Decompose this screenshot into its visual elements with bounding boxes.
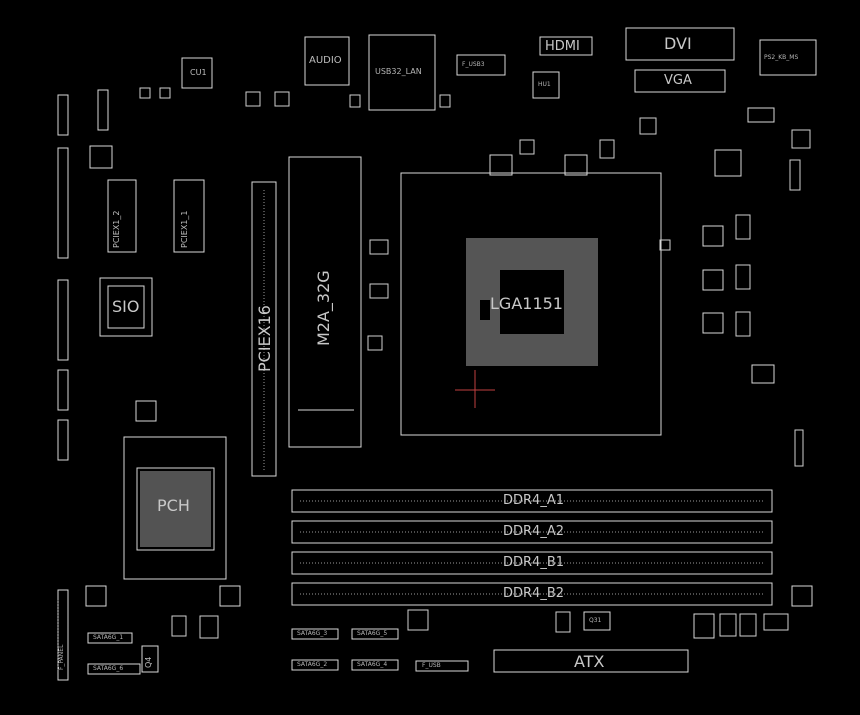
usb-lan-label: USB32_LAN — [375, 67, 422, 76]
sata-1 — [87, 632, 133, 644]
dvi-connector — [625, 27, 735, 61]
audio-connector — [304, 36, 350, 86]
ddr-a1-label: DDR4_A1 — [503, 493, 564, 508]
m2-label: M2A_32G — [314, 270, 333, 346]
sata2-label: SATA6G_2 — [297, 661, 328, 668]
f-usb3-header — [456, 54, 506, 76]
ddr-b1-label: DDR4_B1 — [503, 555, 565, 570]
sata-3 — [291, 628, 339, 640]
pch-chip — [123, 436, 227, 580]
sata5-label: SATA6G_5 — [357, 630, 388, 637]
hdmi-connector — [539, 36, 593, 56]
m2-slot — [288, 156, 362, 448]
pch-label: PCH — [157, 496, 190, 515]
f-panel-label: F_PANEL — [58, 644, 65, 670]
sata-2 — [291, 659, 339, 671]
sata4-label: SATA6G_4 — [357, 661, 388, 668]
pciex16-slot — [251, 181, 277, 477]
sata-5 — [351, 628, 399, 640]
ps2-label: PS2_KB_MS — [764, 54, 799, 61]
pciex1-1-slot — [173, 179, 205, 253]
ddr-slot-b2 — [291, 582, 773, 606]
pciex1-2-slot — [107, 179, 137, 253]
vga-connector — [634, 69, 726, 93]
sata3-label: SATA6G_3 — [297, 630, 328, 637]
sata-6 — [87, 663, 141, 675]
q31-label: Q31 — [589, 617, 602, 624]
sata-4 — [351, 659, 399, 671]
ddr-slot-a1 — [291, 489, 773, 513]
ps2-connector — [759, 39, 817, 76]
pciex16-label: PCIEX16 — [255, 305, 274, 372]
ddr-a2-label: DDR4_A2 — [503, 524, 564, 539]
f-usb-label: F_USB — [422, 662, 441, 669]
pciex1-2-label: PCIEX1_2 — [112, 210, 121, 248]
sio-label: SIO — [112, 297, 140, 316]
dvi-label: DVI — [664, 34, 692, 53]
q4-chip — [141, 645, 159, 673]
f-usb3-label: F_USB3 — [462, 61, 485, 68]
atx-connector — [493, 649, 689, 673]
sata6-label: SATA6G_6 — [93, 665, 124, 672]
hdmi-label: HDMI — [545, 39, 580, 54]
usb-lan-connector — [368, 34, 436, 111]
ddr-b2-label: DDR4_B2 — [503, 586, 565, 601]
atx-label: ATX — [574, 652, 605, 671]
cu1-chip — [181, 57, 213, 89]
sata1-label: SATA6G_1 — [93, 634, 124, 641]
pciex1-1-label: PCIEX1_1 — [180, 210, 189, 248]
cpu-socket — [400, 172, 662, 436]
vga-label: VGA — [664, 73, 692, 88]
q31-chip — [583, 611, 611, 631]
hu1-chip — [532, 71, 560, 99]
ddr-slot-a2 — [291, 520, 773, 544]
hu1-label: HU1 — [538, 81, 551, 88]
cpu-socket-label: LGA1151 — [490, 294, 563, 313]
audio-label: AUDIO — [309, 55, 342, 66]
q4-label: Q4 — [144, 656, 153, 668]
sio-chip — [99, 277, 153, 337]
cu1-label: CU1 — [190, 68, 207, 77]
ddr-slot-b1 — [291, 551, 773, 575]
